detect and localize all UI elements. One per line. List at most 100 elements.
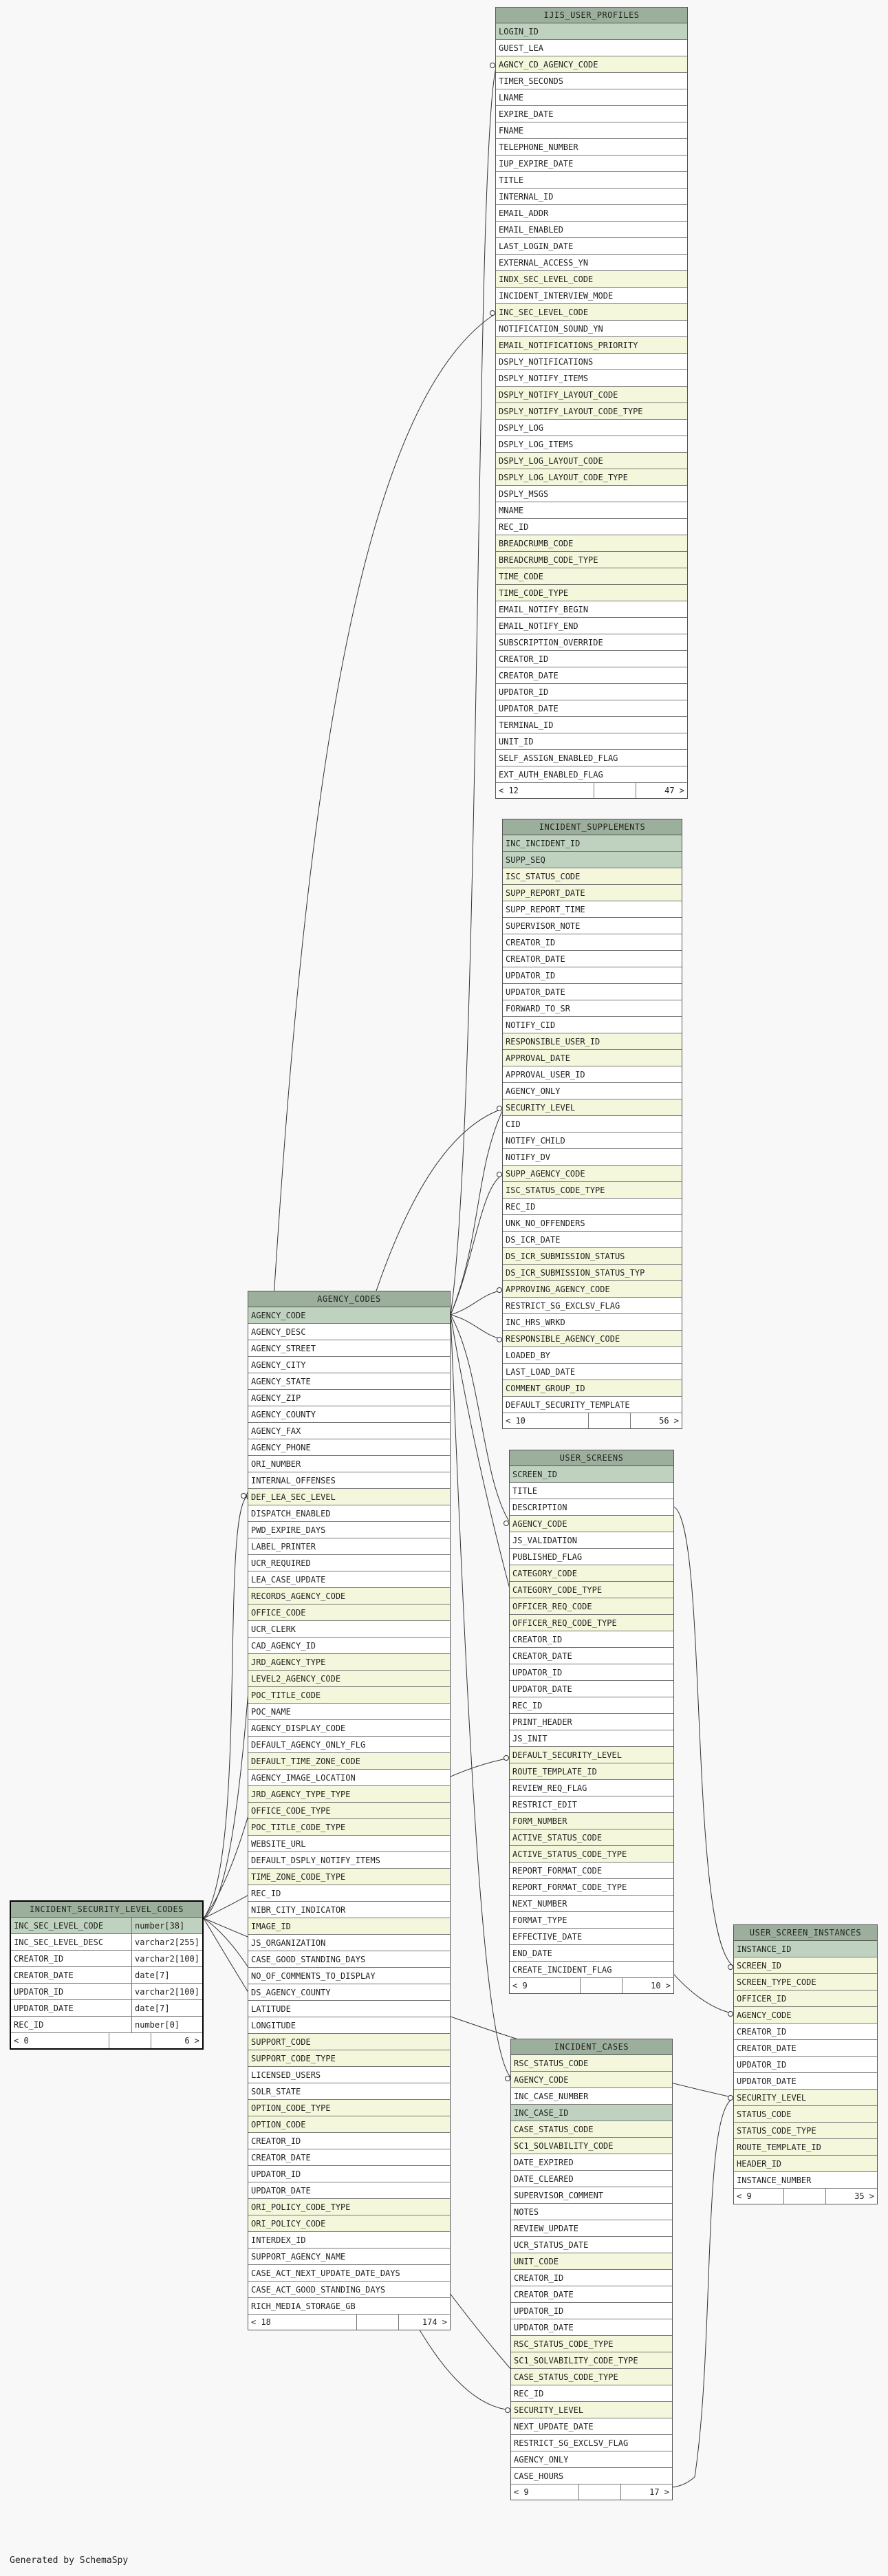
column-row[interactable]: INC_INCIDENT_ID — [503, 835, 682, 852]
table-incident-security-level-codes[interactable]: INCIDENT_SECURITY_LEVEL_CODES INC_SEC_LE… — [10, 1900, 204, 2050]
column-row[interactable]: DEFAULT_TIME_ZONE_CODE — [248, 1753, 450, 1770]
column-row[interactable]: DSPLY_MSGS — [496, 486, 687, 502]
column-row[interactable]: HEADER_ID — [734, 2156, 877, 2172]
column-row[interactable]: AGENCY_STREET — [248, 1340, 450, 1357]
column-row[interactable]: RICH_MEDIA_STORAGE_GB — [248, 2298, 450, 2315]
column-row[interactable]: EXT_AUTH_ENABLED_FLAG — [496, 766, 687, 783]
column-row[interactable]: OPTION_CODE_TYPE — [248, 2100, 450, 2116]
column-row[interactable]: SUBSCRIPTION_OVERRIDE — [496, 634, 687, 651]
column-row[interactable]: CAD_AGENCY_ID — [248, 1638, 450, 1654]
column-row[interactable]: AGENCY_COUNTY — [248, 1406, 450, 1423]
column-row[interactable]: UCR_CLERK — [248, 1621, 450, 1638]
column-row[interactable]: POC_TITLE_CODE_TYPE — [248, 1819, 450, 1836]
column-row[interactable]: SUPP_AGENCY_CODE — [503, 1166, 682, 1182]
column-row[interactable]: CREATOR_ID — [511, 2270, 672, 2286]
column-row[interactable]: REC_ID — [248, 1885, 450, 1902]
column-row[interactable]: FNAME — [496, 122, 687, 139]
column-row[interactable]: LICENSED_USERS — [248, 2067, 450, 2083]
column-row[interactable]: EMAIL_NOTIFY_BEGIN — [496, 601, 687, 618]
column-row[interactable]: OFFICE_CODE — [248, 1604, 450, 1621]
column-row[interactable]: ACTIVE_STATUS_CODE_TYPE — [510, 1846, 673, 1863]
column-row[interactable]: NOTIFY_DV — [503, 1149, 682, 1166]
column-row[interactable]: CID — [503, 1116, 682, 1133]
column-row[interactable]: ACTIVE_STATUS_CODE — [510, 1829, 673, 1846]
column-row[interactable]: UPDATOR_DATE — [496, 700, 687, 717]
column-row[interactable]: INDX_SEC_LEVEL_CODE — [496, 271, 687, 288]
column-row[interactable]: CASE_STATUS_CODE_TYPE — [511, 2369, 672, 2385]
column-row[interactable]: INTERDEX_ID — [248, 2232, 450, 2248]
column-row[interactable]: RESTRICT_SG_EXCLSV_FLAG — [511, 2435, 672, 2451]
parent-count[interactable]: < 0 — [11, 2033, 109, 2048]
column-row[interactable]: SCREEN_ID — [734, 1957, 877, 1974]
column-row[interactable]: CREATOR_DATE — [503, 951, 682, 967]
column-row[interactable]: DSPLY_NOTIFY_LAYOUT_CODE — [496, 387, 687, 403]
column-row[interactable]: DS_AGENCY_COUNTY — [248, 1984, 450, 2001]
column-row[interactable]: OFFICER_REQ_CODE — [510, 1598, 673, 1615]
column-row[interactable]: SCREEN_ID — [510, 1466, 673, 1483]
column-row[interactable]: NOTIFY_CID — [503, 1017, 682, 1033]
column-row[interactable]: SUPPORT_CODE — [248, 2034, 450, 2050]
column-row[interactable]: FORWARD_TO_SR — [503, 1000, 682, 1017]
column-row[interactable]: CREATOR_ID — [248, 2133, 450, 2149]
child-count[interactable]: 17 > — [649, 2487, 669, 2497]
column-row[interactable]: DISPATCH_ENABLED — [248, 1505, 450, 1522]
column-row[interactable]: SC1_SOLVABILITY_CODE_TYPE — [511, 2352, 672, 2369]
column-row[interactable]: TITLE — [510, 1483, 673, 1499]
column-row[interactable]: CATEGORY_CODE_TYPE — [510, 1582, 673, 1598]
column-row[interactable]: DEFAULT_SECURITY_LEVEL — [510, 1747, 673, 1763]
column-row[interactable]: TIME_ZONE_CODE_TYPE — [248, 1869, 450, 1885]
parent-count[interactable]: < 9 — [510, 1978, 581, 1993]
column-row[interactable]: SECURITY_LEVEL — [734, 2090, 877, 2106]
column-row[interactable]: RESTRICT_SG_EXCLSV_FLAG — [503, 1298, 682, 1314]
column-row[interactable]: INC_CASE_ID — [511, 2105, 672, 2121]
column-row[interactable]: CREATOR_ID — [510, 1631, 673, 1648]
column-row[interactable]: OFFICE_CODE_TYPE — [248, 1803, 450, 1819]
column-row[interactable]: AGENCY_CITY — [248, 1357, 450, 1373]
column-row[interactable]: UNIT_ID — [496, 733, 687, 750]
column-row[interactable]: END_DATE — [510, 1945, 673, 1962]
column-row[interactable]: AGENCY_FAX — [248, 1423, 450, 1439]
column-row[interactable]: DS_ICR_SUBMISSION_STATUS_TYP — [503, 1265, 682, 1281]
column-row[interactable]: UPDATOR_ID — [496, 684, 687, 700]
column-row[interactable]: UCR_REQUIRED — [248, 1555, 450, 1571]
column-row[interactable]: DESCRIPTION — [510, 1499, 673, 1516]
column-row[interactable]: LNAME — [496, 89, 687, 106]
column-row[interactable]: CREATE_INCIDENT_FLAG — [510, 1962, 673, 1978]
column-row[interactable]: DSPLY_LOG_LAYOUT_CODE — [496, 453, 687, 469]
column-row[interactable]: AGENCY_ZIP — [248, 1390, 450, 1406]
parent-count[interactable]: < 12 — [496, 783, 594, 798]
column-row[interactable]: LATITUDE — [248, 2001, 450, 2017]
column-row[interactable]: UPDATOR_DATE — [510, 1681, 673, 1697]
column-row[interactable]: AGENCY_DESC — [248, 1324, 450, 1340]
column-row[interactable]: STATUS_CODE_TYPE — [734, 2123, 877, 2139]
child-count[interactable]: 10 > — [651, 1981, 671, 1990]
column-row[interactable]: CASE_ACT_NEXT_UPDATE_DATE_DAYS — [248, 2265, 450, 2282]
column-row[interactable]: NEXT_UPDATE_DATE — [511, 2418, 672, 2435]
column-row[interactable]: APPROVAL_DATE — [503, 1050, 682, 1066]
column-row[interactable]: CREATOR_ID — [496, 651, 687, 667]
column-row[interactable]: EMAIL_ENABLED — [496, 222, 687, 238]
column-row[interactable]: DEF_LEA_SEC_LEVEL — [248, 1489, 450, 1505]
column-row[interactable]: AGNCY_CD_AGENCY_CODE — [496, 56, 687, 73]
column-row[interactable]: RSC_STATUS_CODE — [511, 2055, 672, 2072]
column-row[interactable]: LEA_CASE_UPDATE — [248, 1571, 450, 1588]
column-row[interactable]: ORI_POLICY_CODE_TYPE — [248, 2199, 450, 2215]
column-row[interactable]: UPDATOR_DATE — [511, 2319, 672, 2336]
column-row[interactable]: NIBR_CITY_INDICATOR — [248, 1902, 450, 1918]
column-row[interactable]: GUEST_LEA — [496, 40, 687, 56]
column-row[interactable]: REPORT_FORMAT_CODE — [510, 1863, 673, 1879]
column-row[interactable]: UPDATOR_ID — [510, 1664, 673, 1681]
column-row[interactable]: POC_TITLE_CODE — [248, 1687, 450, 1704]
column-row[interactable]: STATUS_CODE — [734, 2106, 877, 2123]
column-row[interactable]: EMAIL_NOTIFICATIONS_PRIORITY — [496, 337, 687, 354]
column-row[interactable]: EMAIL_ADDR — [496, 205, 687, 222]
column-row[interactable]: SUPERVISOR_NOTE — [503, 918, 682, 934]
parent-count[interactable]: < 9 — [511, 2484, 579, 2500]
column-row[interactable]: REPORT_FORMAT_CODE_TYPE — [510, 1879, 673, 1896]
column-row[interactable]: IUP_EXPIRE_DATE — [496, 155, 687, 172]
column-row[interactable]: WEBSITE_URL — [248, 1836, 450, 1852]
